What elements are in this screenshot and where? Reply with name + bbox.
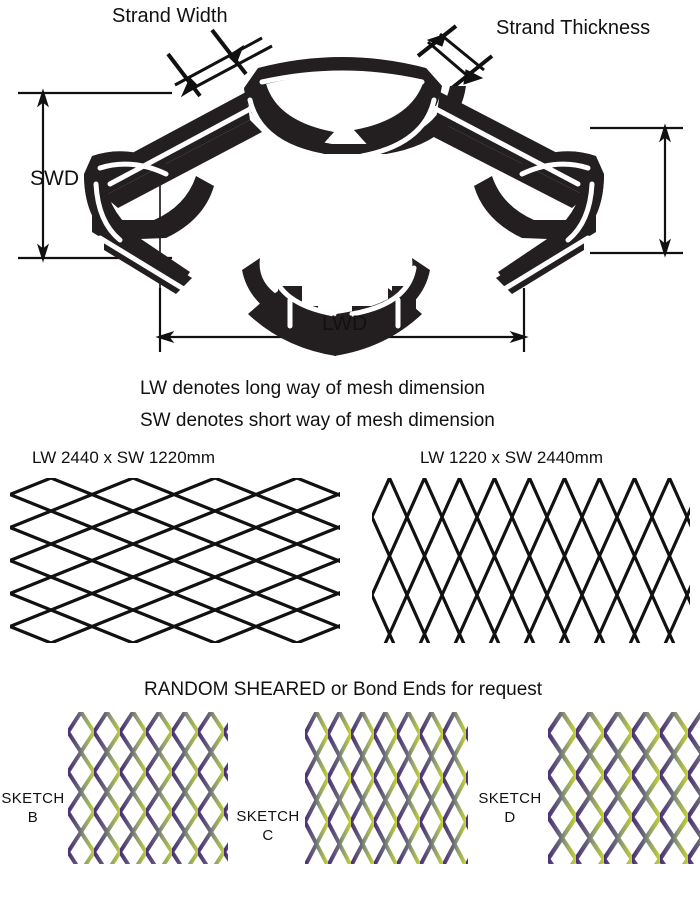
sketch-c-mesh-panel [305,712,468,864]
random-sheared-note: RANDOM SHEARED or Bond Ends for request [144,679,543,700]
sw-denotes-note: SW denotes short way of mesh dimension [140,410,495,431]
strand-thickness-label: Strand Thickness [496,17,651,39]
expanded-metal-strand-diagram [18,24,683,356]
strand-width-leader [166,28,273,98]
mesh-pattern-tall-diamond [372,478,690,643]
sheet-dimension-right: LW 1220 x SW 2440mm [420,448,603,467]
sketch-b-mesh-panel [68,712,228,864]
lwd-label: LWD [322,312,368,335]
swd-dimension-left [18,88,172,263]
strand-highlights [93,70,595,329]
sketch-d-caption: SKETCH D [472,790,548,828]
sheet-dimension-left: LW 2440 x SW 1220mm [32,448,215,467]
strand-width-label: Strand Width [112,5,228,27]
sketch-c-caption-line2: C [262,826,274,844]
sketch-c-caption: SKETCH C [232,808,304,846]
strand-thickness-leader [416,24,494,90]
sketch-b-caption: SKETCH B [0,790,66,828]
sketch-d-caption-line1: SKETCH [478,790,542,807]
mesh-pattern-wide-diamond [10,478,340,643]
sketch-b-caption-line1: SKETCH [1,790,65,807]
swd-dimension-right [590,123,683,258]
lw-denotes-note: LW denotes long way of mesh dimension [140,378,485,399]
swd-label: SWD [30,167,79,190]
sketch-d-caption-line2: D [504,808,516,826]
sketch-d-mesh-panel [548,712,700,864]
sketch-b-caption-line2: B [27,808,39,826]
sketch-c-caption-line1: SKETCH [236,808,300,825]
